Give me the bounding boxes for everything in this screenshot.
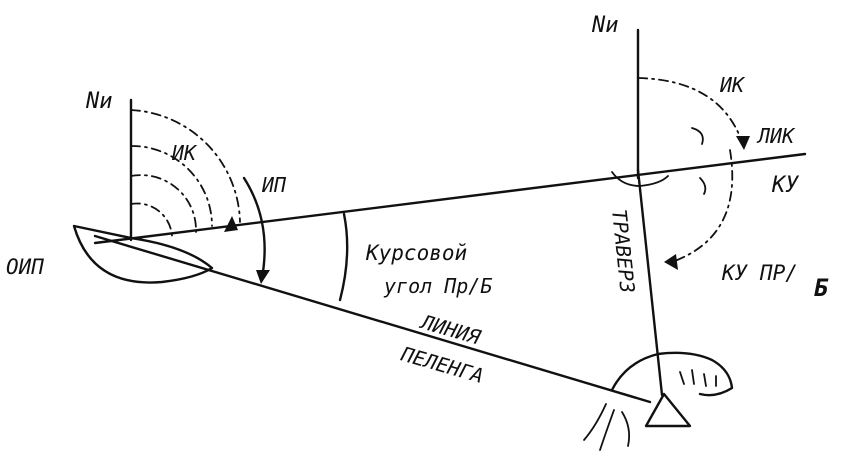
- label-oip: ОИП: [6, 255, 44, 279]
- ku-arrow-right: [664, 254, 678, 270]
- course-line: [93, 152, 807, 245]
- label-ik-right: ИК: [719, 73, 746, 97]
- label-ip: ИП: [261, 173, 287, 197]
- ik-arc-right: [637, 77, 743, 143]
- label-course-angle-1: Курсовой: [365, 241, 467, 265]
- ku-arc-right: [671, 149, 734, 263]
- scribble-right-2: [699, 177, 707, 195]
- ik-arc-left-inner: [130, 174, 197, 233]
- label-traverse: ТРАВЕРЗ: [607, 208, 640, 294]
- label-ku: КУ: [771, 173, 799, 198]
- ip-arrow: [256, 270, 270, 284]
- ik-arrow-left: [224, 216, 238, 232]
- landmark-triangle-icon: [644, 392, 692, 428]
- ik-arrow-right: [736, 136, 750, 150]
- landmark-coast: [610, 351, 734, 397]
- landmark-hatch-marks: [679, 369, 717, 387]
- label-bearing-line-1: ЛИНИЯ: [417, 309, 484, 349]
- label-course-angle-2: угол Пр/Б: [383, 274, 492, 298]
- label-north-right: Nи: [591, 13, 619, 38]
- ik-arc-left-outer: [130, 109, 241, 223]
- label-ku-pr-b-sub: Б: [814, 274, 829, 302]
- traverse-line: [636, 168, 664, 397]
- ik-arc-left-mid: [130, 145, 213, 227]
- course-angle-arc: [338, 212, 349, 302]
- bearing-line: [93, 234, 652, 404]
- label-ku-pr-b: КУ ПР/: [721, 261, 798, 285]
- label-lik: ЛИК: [756, 124, 796, 148]
- ship-hull-right: [611, 171, 669, 187]
- scribble-right-1: [691, 127, 704, 145]
- ip-arc: [242, 176, 266, 280]
- ik-arc-left-small: [130, 202, 173, 237]
- landmark-shore-hatch: [583, 403, 631, 451]
- ship-hull-left: [72, 224, 214, 284]
- label-north-left: Nи: [85, 89, 113, 114]
- label-ik-left: ИК: [171, 141, 198, 165]
